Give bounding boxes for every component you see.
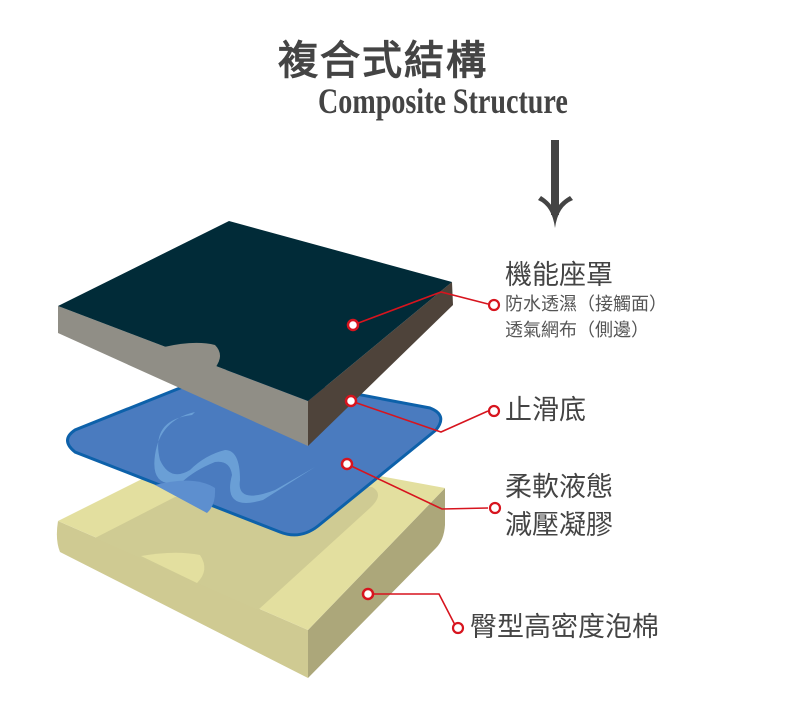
marker-anti-slip[interactable] [344,394,358,408]
leader-line-anti-slip [350,400,489,433]
label-gel-line-1: 柔軟液態 [505,472,613,503]
label-dot-cover [487,298,501,312]
label-cover-detail-1: 防水透濕（接觸面） [505,294,667,315]
cover-side-face [308,282,453,446]
foam-front-face [56,521,308,678]
gel-seat-highlight [155,480,216,513]
leader-line-gel [346,463,489,510]
label-gel-line-2: 減壓凝膠 [505,510,613,541]
label-foam: 臀型高密度泡棉 [470,612,659,643]
label-dot-anti-slip [487,404,501,418]
leader-line-cover [352,291,489,326]
label-anti-slip: 止滑底 [505,395,586,426]
label-cover: 機能座罩 [505,260,613,291]
foam-thigh-ridge-highlight [141,552,205,583]
gel-wave-highlight [154,412,315,503]
label-cover-detail-2: 透氣網布（側邊） [505,320,649,341]
leader-line-foam [368,593,456,626]
marker-gel[interactable] [340,457,354,471]
title-english: Composite Structure [318,81,568,121]
cover-layer [58,221,453,446]
marker-cover[interactable] [346,318,360,332]
cover-front-face [58,306,308,446]
label-dot-foam [451,621,465,635]
cover-cutaway [164,342,220,368]
marker-foam[interactable] [361,587,375,601]
title-chinese: 複合式結構 [278,38,488,84]
foam-side-face [308,488,445,678]
down-arrow-icon [538,140,573,228]
label-dot-gel [488,501,502,515]
cover-top-face [58,221,452,401]
